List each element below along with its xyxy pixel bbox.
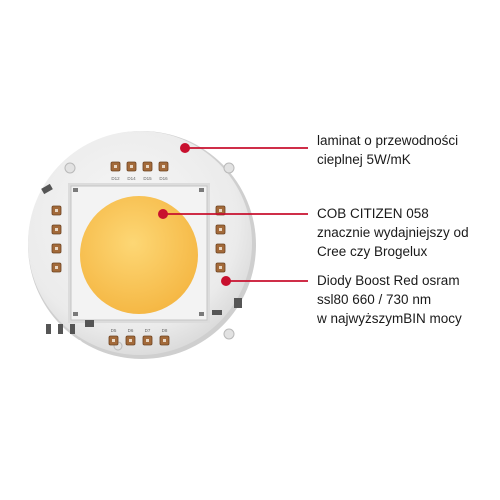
led-bottom-2-die <box>129 339 132 342</box>
silk-label-bottom-3: D7 <box>145 328 151 333</box>
callout-cob-line-1: COB CITIZEN 058 <box>317 206 429 221</box>
led-right-1-die <box>219 209 222 212</box>
board-notch <box>64 340 82 354</box>
callout-diodes-line-2: ssl80 660 / 730 nm <box>317 292 432 307</box>
red-led-diodes <box>51 161 226 346</box>
led-right-3-die <box>219 247 222 250</box>
led-bottom-4-die <box>163 339 166 342</box>
callout-diodes-line-3: w najwyższymBIN mocy <box>317 311 462 326</box>
callout-pointers <box>158 143 308 286</box>
mounting-holes <box>64 162 235 351</box>
callout-dot-laminate <box>180 143 190 153</box>
led-top-3-die <box>146 165 149 168</box>
callout-diodes: Diody Boost Red osram ssl80 660 / 730 nm… <box>317 271 462 328</box>
silk-label-bottom-4: D8 <box>162 328 168 333</box>
led-bottom-3-die <box>146 339 149 342</box>
led-left-4-die <box>55 266 58 269</box>
led-bottom-1-die <box>112 339 115 342</box>
led-left-1-die <box>55 209 58 212</box>
led-top-4-die <box>162 165 165 168</box>
cob-phosphor-disc <box>80 196 198 314</box>
silk-labels-top: D12 D14 D15 D16 <box>111 176 168 181</box>
smd-components <box>41 183 242 334</box>
silk-label-bottom-2: D6 <box>128 328 134 333</box>
led-left-3-die <box>55 247 58 250</box>
silk-label-top-3: D15 <box>143 176 152 181</box>
callout-cob-line-3: Cree czy Brogelux <box>317 244 428 259</box>
callout-laminate: laminat o przewodności cieplnej 5W/mK <box>317 131 458 169</box>
silk-label-bottom-1: D5 <box>111 328 117 333</box>
callout-diodes-line-1: Diody Boost Red osram <box>317 273 460 288</box>
callout-laminate-line-1: laminat o przewodności <box>317 133 459 148</box>
callout-cob: COB CITIZEN 058 znacznie wydajniejszy od… <box>317 204 469 261</box>
silk-labels-bottom: D5 D6 D7 D8 <box>111 328 168 333</box>
led-top-2-die <box>130 165 133 168</box>
cob-module <box>68 183 210 323</box>
led-left-2-die <box>55 228 58 231</box>
callout-dot-diodes <box>221 276 231 286</box>
led-right-2-die <box>219 228 222 231</box>
silk-label-top-4: D16 <box>159 176 168 181</box>
callout-laminate-line-2: cieplnej 5W/mK <box>317 152 411 167</box>
led-right-4-die <box>219 266 222 269</box>
callout-cob-line-2: znacznie wydajniejszy od <box>317 225 469 240</box>
silk-label-top-1: D12 <box>111 176 120 181</box>
led-top-1-die <box>114 165 117 168</box>
callout-dot-cob <box>158 209 168 219</box>
silk-label-top-2: D14 <box>127 176 136 181</box>
